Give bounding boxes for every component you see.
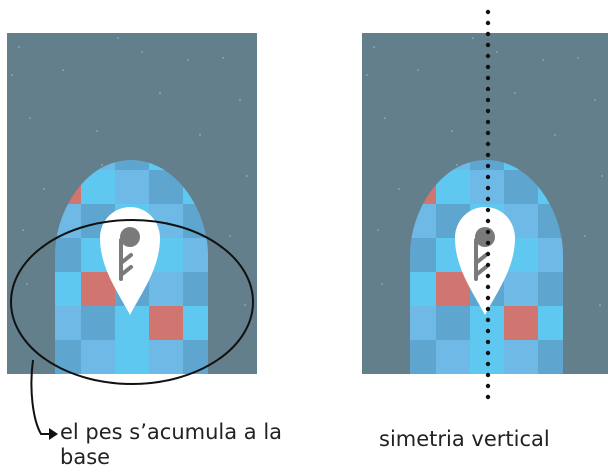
symmetry-axis-dot [486,76,490,80]
panel-speck [381,283,383,285]
symmetry-axis-dot [486,153,490,157]
symmetry-axis-dot [486,362,490,366]
mosaic-tile [436,340,471,375]
panel-speck [246,175,248,177]
panel-speck [18,46,20,48]
panel-speck [22,229,24,231]
panel-speck [101,164,103,166]
panel-speck [601,175,603,177]
panel-speck [377,229,379,231]
mosaic-tile [81,340,116,375]
symmetry-axis-dot [486,263,490,267]
symmetry-axis-dot [486,54,490,58]
symmetry-axis-dot [486,164,490,168]
symmetry-axis-dot [486,351,490,355]
mosaic-tile [436,306,471,341]
panel-speck [373,46,375,48]
symmetry-axis-dot [486,32,490,36]
symmetry-axis-dot [486,109,490,113]
panel-speck [43,188,45,190]
caption-vertical-symmetry: simetria vertical [379,427,608,452]
curved-arrow-icon [49,428,58,440]
mosaic-tile [115,340,150,375]
symmetry-axis-dot [486,21,490,25]
panel-speck [554,134,556,136]
symmetry-axis-dot [486,241,490,245]
panel-speck [584,235,586,237]
mosaic-tile [470,340,505,375]
panel-speck [366,74,368,76]
panel-speck [239,99,241,101]
symmetry-axis-dot [486,274,490,278]
symmetry-axis-dot [486,252,490,256]
symmetry-axis-dot [486,120,490,124]
mosaic-tile [115,170,150,205]
panel-speck [187,59,189,61]
panel-speck [384,117,386,119]
symmetry-axis-dot [486,65,490,69]
panel-speck [62,69,64,71]
symmetry-axis-dot [486,340,490,344]
symmetry-axis-dot [486,98,490,102]
mosaic-tile [149,272,184,307]
symmetry-axis-dot [486,395,490,399]
panel-speck [594,99,596,101]
symmetry-axis-dot [486,384,490,388]
panel-speck [417,69,419,71]
symmetry-axis-dot [486,131,490,135]
panel-speck [222,57,224,59]
mosaic-tile [504,272,539,307]
symmetry-axis-dot [486,230,490,234]
symmetry-axis-dot [486,329,490,333]
symmetry-axis-dot [486,142,490,146]
panel-speck [199,134,201,136]
panel-speck [244,304,246,306]
symmetry-axis-dot [486,219,490,223]
panel-speck [159,92,161,94]
panel-left [7,33,257,375]
mosaic-tile [149,306,184,341]
panel-speck [398,188,400,190]
symmetry-axis-dot [486,318,490,322]
symmetry-axis-dot [486,373,490,377]
caption-weight-at-base: el pes s’acumula a la base [60,420,330,470]
symmetry-axis-dot [486,10,490,14]
panel-right [362,33,608,375]
panel-speck [117,37,119,39]
panel-speck [451,130,453,132]
mosaic-tile [470,306,505,341]
panel-speck [472,37,474,39]
mosaic-tile [115,306,150,341]
mosaic-tile [504,306,539,341]
mosaic-tile [149,340,184,375]
symmetry-axis-dot [486,197,490,201]
panel-speck [96,130,98,132]
panel-speck [26,283,28,285]
panel-speck [542,59,544,61]
symmetry-axis-dot [486,296,490,300]
panel-speck [577,57,579,59]
symmetry-axis-dot [486,87,490,91]
panel-speck [599,304,601,306]
mosaic-tile [81,306,116,341]
panel-speck [496,51,498,53]
mosaic-tile [504,340,539,375]
symmetry-axis-dot [486,43,490,47]
symmetry-axis-dot [486,175,490,179]
symmetry-axis-dot [486,186,490,190]
symmetry-axis-dot [486,208,490,212]
symmetry-axis-dot [486,307,490,311]
panel-speck [29,117,31,119]
panel-speck [514,92,516,94]
panel-speck [11,74,13,76]
panel-speck [141,51,143,53]
symmetry-axis-dot [486,285,490,289]
panel-speck [229,235,231,237]
panel-speck [456,164,458,166]
